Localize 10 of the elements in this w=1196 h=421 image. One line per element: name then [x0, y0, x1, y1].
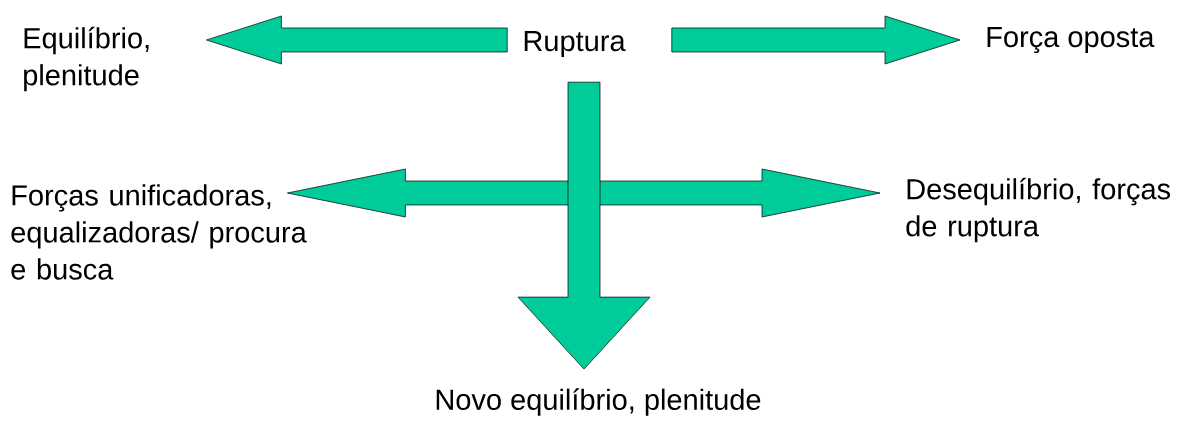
- text-label: Equilíbrio, plenitude: [24, 26, 149, 92]
- block-arrow: [517, 81, 651, 370]
- text-label: Novo equilíbrio, plenitude: [436, 388, 761, 416]
- text-label: Força oposta: [987, 26, 1155, 54]
- block-arrow: [206, 15, 508, 65]
- block-arrow: [287, 168, 881, 218]
- text-label: Ruptura: [524, 31, 626, 57]
- text-label: Forças unificadoras, equalizadoras/ procura e busca: [11, 184, 307, 280]
- text-label: Desequilíbrio, forças de ruptura: [906, 177, 1171, 243]
- block-arrow: [671, 15, 961, 65]
